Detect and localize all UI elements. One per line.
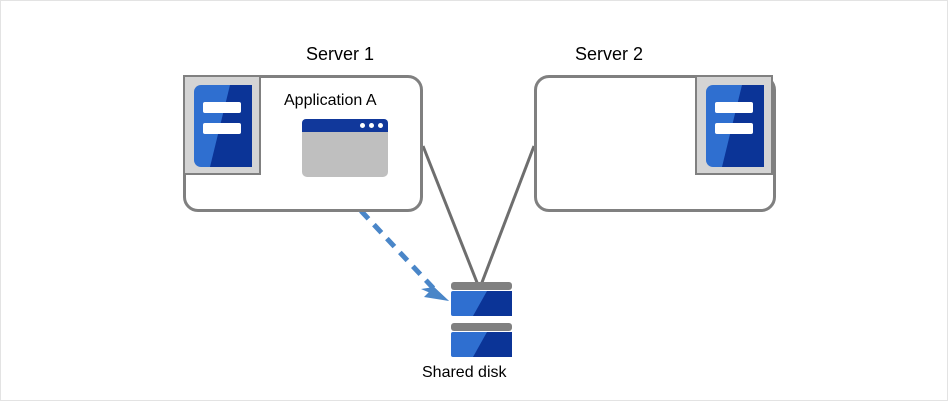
window-dot: [378, 123, 383, 128]
disk-platter: [451, 291, 512, 316]
server2-title: Server 2: [575, 44, 644, 64]
disk-bar: [451, 282, 512, 290]
shared-disk-label: Shared disk: [422, 364, 507, 381]
disk-stack-icon: [451, 282, 512, 358]
server1-title: Server 1: [306, 44, 375, 64]
application-label: Application A: [284, 92, 377, 109]
server-icon: [183, 75, 261, 175]
access-arrow-head-wing: [421, 287, 449, 301]
window-body: [302, 132, 388, 177]
disk-platter: [451, 332, 512, 357]
server-chassis: [706, 85, 764, 167]
connector-server2-to-disk: [479, 145, 536, 286]
disk-bar: [451, 323, 512, 331]
window-dot: [369, 123, 374, 128]
application-window-icon: [302, 119, 388, 177]
server-chassis: [194, 85, 252, 167]
connector-server1-to-disk: [421, 145, 480, 286]
window-dot: [360, 123, 365, 128]
server-icon: [695, 75, 773, 175]
window-titlebar: [302, 119, 388, 132]
window-control-dots: [360, 123, 383, 128]
